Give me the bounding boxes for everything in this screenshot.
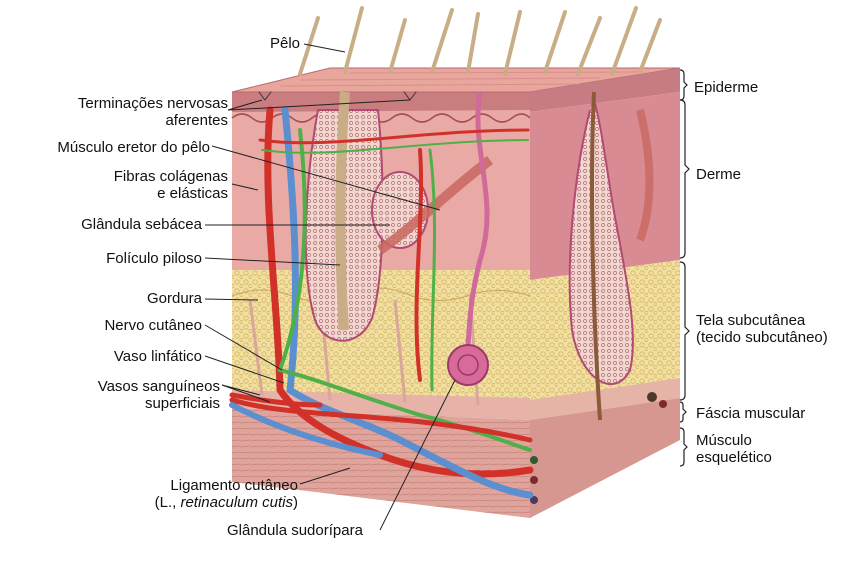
label-vasos-line1: Vasos sanguíneos — [0, 378, 220, 395]
label-foliculo: Folículo piloso — [0, 250, 202, 267]
bracket-epiderme — [680, 70, 687, 100]
vessel-dot — [530, 456, 538, 464]
label-fibras: Fibras colágenas e elásticas — [0, 168, 228, 202]
label-gordura: Gordura — [0, 290, 202, 307]
hair-shaft — [345, 8, 362, 72]
hair-shaft — [545, 12, 565, 72]
label-glandula-sudoripara: Glândula sudorípara — [227, 522, 363, 539]
hair-shaft — [505, 12, 520, 74]
hair-root — [340, 92, 345, 330]
label-musculo-line2: esquelético — [696, 449, 772, 466]
label-fascia: Fáscia muscular — [696, 405, 805, 422]
label-ligamento: Ligamento cutâneo (L., retinaculum cutis… — [60, 477, 298, 511]
label-vaso-linfatico: Vaso linfático — [0, 348, 202, 365]
hair-shaft — [578, 18, 600, 74]
bracket-fascia — [680, 402, 686, 422]
hair-shaft — [612, 8, 636, 74]
label-vasos-line2: superficiais — [0, 395, 220, 412]
label-ligamento-suffix: ) — [293, 494, 298, 511]
label-fibras-line2: e elásticas — [0, 185, 228, 202]
vessel-dot — [530, 476, 538, 484]
label-nervo: Nervo cutâneo — [0, 317, 202, 334]
vessel-dot — [659, 400, 667, 408]
label-vasos: Vasos sanguíneos superficiais — [0, 378, 220, 412]
bracket-musculo — [680, 428, 687, 466]
label-ligamento-line1: Ligamento cutâneo — [60, 477, 298, 494]
hair-shaft — [468, 14, 478, 72]
label-terminacoes-line1: Terminações nervosas — [0, 95, 228, 112]
vessel-dot — [647, 392, 657, 402]
sweat-coil — [448, 345, 488, 385]
right-brackets — [680, 70, 689, 466]
label-musculo-eretor: Músculo eretor do pêlo — [0, 139, 210, 156]
label-tela-line2: (tecido subcutâneo) — [696, 329, 828, 346]
hair-shaft — [390, 20, 405, 72]
hair-shaft — [640, 20, 660, 72]
label-ligamento-italic: retinaculum cutis — [180, 494, 293, 511]
label-glandula-sebacea: Glândula sebácea — [0, 216, 202, 233]
label-ligamento-prefix: (L., — [155, 494, 181, 511]
label-musculo-esqueletico: Músculo esquelético — [696, 432, 772, 466]
label-musculo-line1: Músculo — [696, 432, 772, 449]
hair-shafts — [300, 8, 660, 74]
bracket-derme — [680, 100, 689, 258]
label-terminacoes: Terminações nervosas aferentes — [0, 95, 228, 129]
label-epiderme: Epiderme — [694, 79, 758, 96]
hair-shaft — [432, 10, 452, 72]
label-pelo: Pêlo — [248, 35, 300, 52]
side-face — [530, 68, 680, 518]
label-tela: Tela subcutânea (tecido subcutâneo) — [696, 312, 828, 346]
label-terminacoes-line2: aferentes — [0, 112, 228, 129]
label-derme: Derme — [696, 166, 741, 183]
label-fibras-line1: Fibras colágenas — [0, 168, 228, 185]
label-tela-line1: Tela subcutânea — [696, 312, 828, 329]
bracket-tela — [680, 262, 689, 400]
label-ligamento-line2: (L., retinaculum cutis) — [60, 494, 298, 511]
